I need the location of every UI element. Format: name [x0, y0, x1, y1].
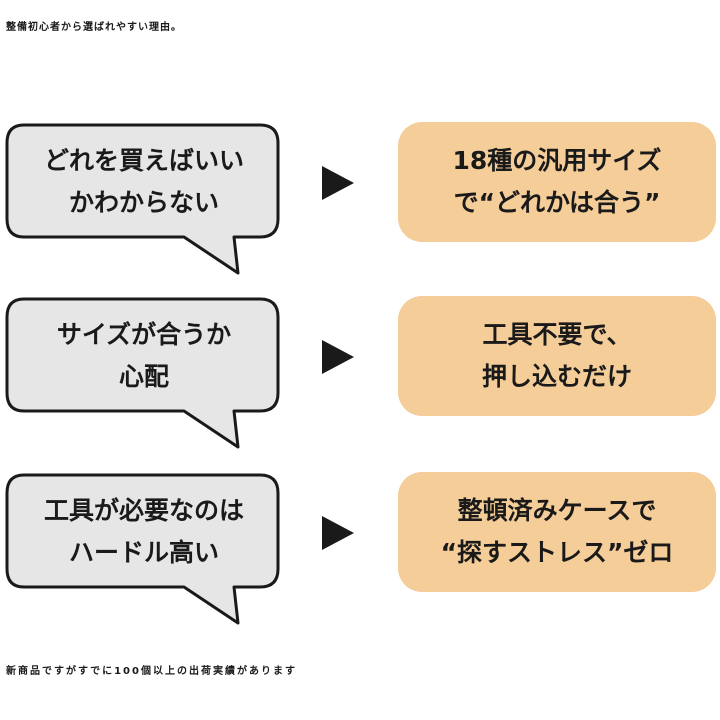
concern-line-2: かわからない [68, 188, 219, 217]
reason-row-1: どれを買えばいい かわからない 18種の汎用サイズ で“どれかは合う” [0, 122, 720, 302]
reason-row-3: 工具が必要なのは ハードル高い 整頓済みケースで “探すストレス”ゼロ [0, 472, 720, 652]
concern-line-1: 工具が必要なのは [43, 496, 244, 525]
answer-line-2: で“どれかは合う” [453, 188, 661, 217]
speech-bubble-shape [5, 123, 280, 275]
speech-bubble-shape [5, 473, 280, 625]
answer-box: 18種の汎用サイズ で“どれかは合う” [398, 122, 716, 242]
right-triangle-icon [322, 166, 354, 200]
speech-bubble-shape [5, 297, 280, 449]
concern-line-2: ハードル高い [68, 538, 219, 567]
answer-line-1: 工具不要で、 [482, 320, 632, 349]
footer-note: 新商品ですがすでに100個以上の出荷実績があります [6, 666, 297, 677]
answer-line-1: 整頓済みケースで [457, 496, 657, 525]
concern-line-2: 心配 [118, 362, 169, 391]
concern-bubble: サイズが合うか 心配 [4, 296, 284, 456]
concern-line-1: どれを買えばいい [43, 146, 244, 175]
concern-text: どれを買えばいい かわからない [10, 128, 278, 236]
concern-text: サイズが合うか 心配 [10, 302, 278, 410]
concern-bubble: どれを買えばいい かわからない [4, 122, 284, 282]
answer-box: 工具不要で、 押し込むだけ [398, 296, 716, 416]
page-title: 整備初心者から選ばれやすい理由。 [6, 22, 182, 33]
answer-box: 整頓済みケースで “探すストレス”ゼロ [398, 472, 716, 592]
answer-line-2: 押し込むだけ [481, 362, 632, 391]
concern-line-1: サイズが合うか [56, 320, 232, 349]
right-triangle-icon [322, 516, 354, 550]
right-triangle-icon [322, 340, 354, 374]
reason-row-2: サイズが合うか 心配 工具不要で、 押し込むだけ [0, 296, 720, 476]
concern-text: 工具が必要なのは ハードル高い [10, 478, 278, 586]
answer-line-2: “探すストレス”ゼロ [440, 538, 674, 567]
concern-bubble: 工具が必要なのは ハードル高い [4, 472, 284, 632]
answer-line-1: 18種の汎用サイズ [452, 146, 662, 175]
